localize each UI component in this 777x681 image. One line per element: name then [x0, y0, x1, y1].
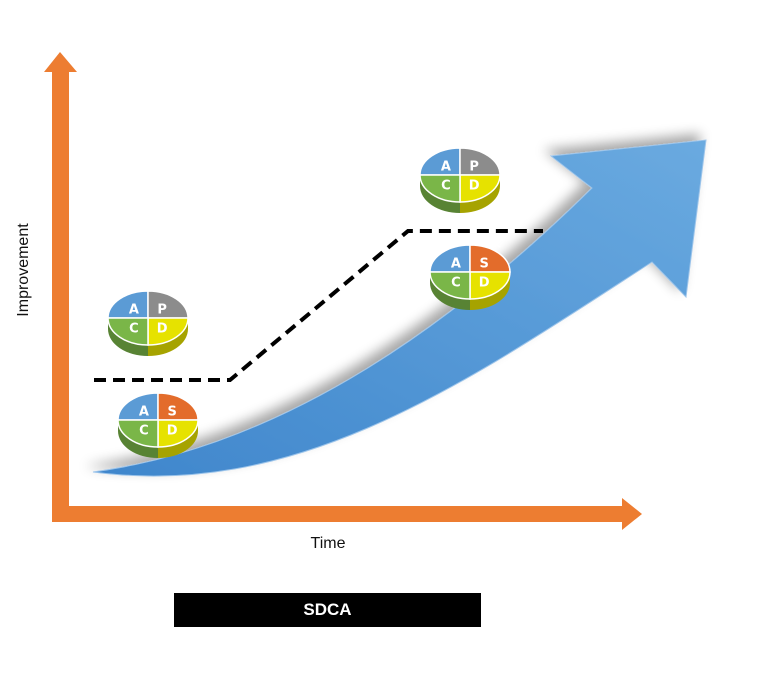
- pdca-high-wheel: A PD C: [420, 139, 500, 213]
- wheel-letter-br: D: [469, 179, 480, 194]
- wheel-wedge-tr: [470, 245, 510, 272]
- wheel-letter-tl: A: [139, 404, 149, 419]
- x-axis-arrowhead: [622, 498, 642, 530]
- wheel-letter-br: D: [157, 322, 168, 337]
- wheel-letter-tl: A: [441, 159, 451, 174]
- wheel-letter-tr: S: [167, 404, 176, 419]
- wheel-letter-tr: P: [469, 159, 479, 174]
- wheel-letter-tr: P: [157, 302, 167, 317]
- wheel-letter-bl: C: [139, 424, 149, 439]
- sdca-caption-bar: SDCA: [174, 593, 481, 627]
- wheel-letter-bl: C: [441, 179, 451, 194]
- pdca-low-wheel: A PD C: [108, 282, 188, 356]
- y-axis-label: Improvement: [15, 223, 32, 317]
- wheel-wedge-tr: [460, 148, 500, 175]
- caption-text: SDCA: [303, 600, 351, 620]
- wheel-wedge-tr: [148, 291, 188, 318]
- y-axis-line: [52, 70, 69, 522]
- wheel-letter-bl: C: [451, 276, 461, 291]
- sdca-high-wheel: A SD C: [430, 236, 510, 310]
- sdca-low-wheel: A SD C: [118, 384, 198, 458]
- wheel-wedge-tr: [158, 393, 198, 420]
- wheel-letter-tl: A: [129, 302, 139, 317]
- wheel-letter-tl: A: [451, 256, 461, 271]
- x-axis-line: [52, 506, 624, 522]
- x-axis-label: Time: [311, 535, 346, 552]
- wheel-letter-br: D: [167, 424, 178, 439]
- wheel-letter-tr: S: [479, 256, 488, 271]
- wheel-letter-bl: C: [129, 322, 139, 337]
- y-axis-arrowhead: [44, 52, 77, 72]
- wheel-letter-br: D: [479, 276, 490, 291]
